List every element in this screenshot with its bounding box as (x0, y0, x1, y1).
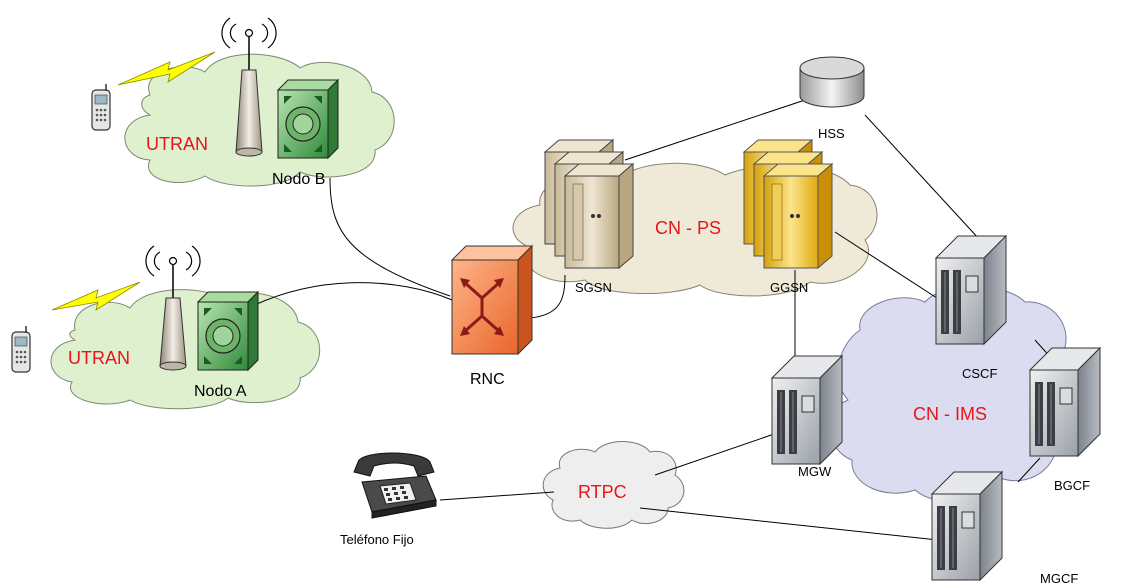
rnc-label: RNC (470, 371, 505, 388)
hss-label: HSS (818, 126, 845, 141)
nodo-a-label: Nodo A (194, 383, 247, 400)
server-rack-icon (935, 235, 1007, 345)
antenna-tower-icon (221, 17, 277, 157)
telefono-fijo-label: Teléfono Fijo (340, 532, 414, 547)
link-nodob-rnc (329, 177, 451, 297)
cn-ims-label: CN - IMS (913, 404, 987, 424)
rtpc-cloud (542, 441, 685, 529)
connection-lines (229, 99, 1063, 541)
rtpc-label: RTPC (578, 482, 627, 502)
mobile-phone-icon (11, 326, 31, 373)
bgcf-label: BGCF (1054, 478, 1090, 493)
utran-top-label: UTRAN (146, 134, 208, 154)
ggsn-label: GGSN (770, 280, 808, 295)
lightning-signal-icon (117, 51, 216, 86)
server-rack-icon (543, 138, 635, 270)
server-rack-icon (931, 471, 1003, 581)
link-rnc-sgsn (529, 274, 566, 319)
sgsn-label: SGSN (575, 280, 612, 295)
server-rack-icon (771, 355, 843, 465)
nodeb-cabinet-icon (196, 290, 260, 372)
link-rtpc-mgcf (639, 507, 939, 541)
link-sgsn-hss (624, 99, 806, 161)
lightning-signal-icon (51, 281, 141, 311)
link-bgcf-mgcf (1017, 457, 1041, 483)
server-rack-icon (742, 138, 834, 270)
database-cylinder-icon (799, 56, 865, 108)
cn-ps-label: CN - PS (655, 218, 721, 238)
server-rack-icon (1029, 347, 1101, 457)
telephone-icon (353, 452, 437, 519)
mgcf-label: MGCF (1040, 571, 1078, 586)
link-rtpc-mgw (654, 431, 781, 476)
utran-bottom-label: UTRAN (68, 348, 130, 368)
mobile-phone-icon (91, 84, 111, 131)
mgw-label: MGW (798, 464, 832, 479)
nodo-b-label: Nodo B (272, 171, 325, 188)
nodeb-cabinet-icon (276, 78, 340, 160)
antenna-tower-icon (145, 245, 201, 371)
link-phone-rtpc (439, 491, 555, 501)
cscf-label: CSCF (962, 366, 997, 381)
link-hss-cscf (864, 114, 981, 241)
router-switch-icon (450, 244, 534, 356)
link-ggsn-cscf (834, 231, 941, 301)
link-nodoa-rnc (229, 282, 453, 319)
